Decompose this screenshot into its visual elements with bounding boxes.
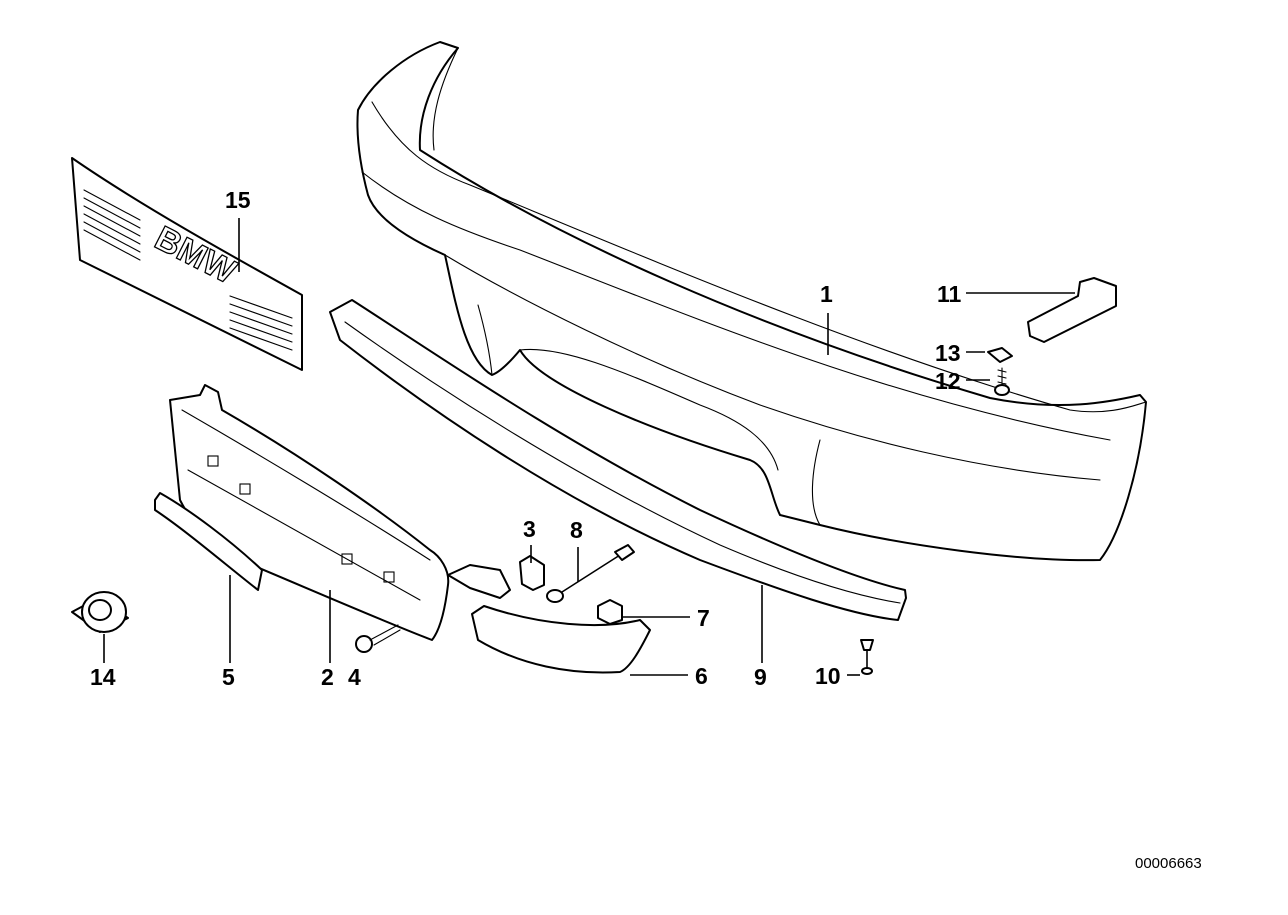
callout-12: 12 <box>935 368 961 394</box>
clip-part <box>519 555 545 591</box>
document-id: 00006663 <box>1135 855 1202 872</box>
leader-lines <box>103 218 1075 676</box>
cable-part <box>546 544 635 603</box>
bracket-clip-part <box>597 599 623 625</box>
callout-13: 13 <box>935 340 961 366</box>
callout-6: 6 <box>695 663 708 689</box>
callout-7: 7 <box>697 605 710 631</box>
callout-14: 14 <box>90 664 116 690</box>
bumper-cover-part <box>356 41 1147 562</box>
grille-emblem-part: BMW <box>71 157 303 371</box>
clip-nut-part <box>987 347 1013 363</box>
corner-trim-part <box>471 605 651 674</box>
callout-4: 4 <box>348 664 361 690</box>
screw-part <box>355 624 401 653</box>
callout-labels: 1 2 3 4 5 6 7 8 9 10 11 12 13 14 15 <box>90 187 962 690</box>
spoiler-strip-part <box>329 299 907 621</box>
callout-15: 15 <box>225 187 251 213</box>
callout-11: 11 <box>937 281 962 307</box>
callout-8: 8 <box>570 517 583 543</box>
nut-part <box>71 591 129 633</box>
callout-9: 9 <box>754 664 767 690</box>
screw-12-part <box>994 367 1010 396</box>
callout-5: 5 <box>222 664 235 690</box>
mounting-bracket-part <box>1027 277 1117 343</box>
trim-strip-part <box>154 492 263 591</box>
callout-10: 10 <box>815 663 841 689</box>
callout-3: 3 <box>523 516 536 542</box>
rivet-part <box>860 639 874 675</box>
callout-2: 2 <box>321 664 334 690</box>
callout-1: 1 <box>820 281 833 307</box>
